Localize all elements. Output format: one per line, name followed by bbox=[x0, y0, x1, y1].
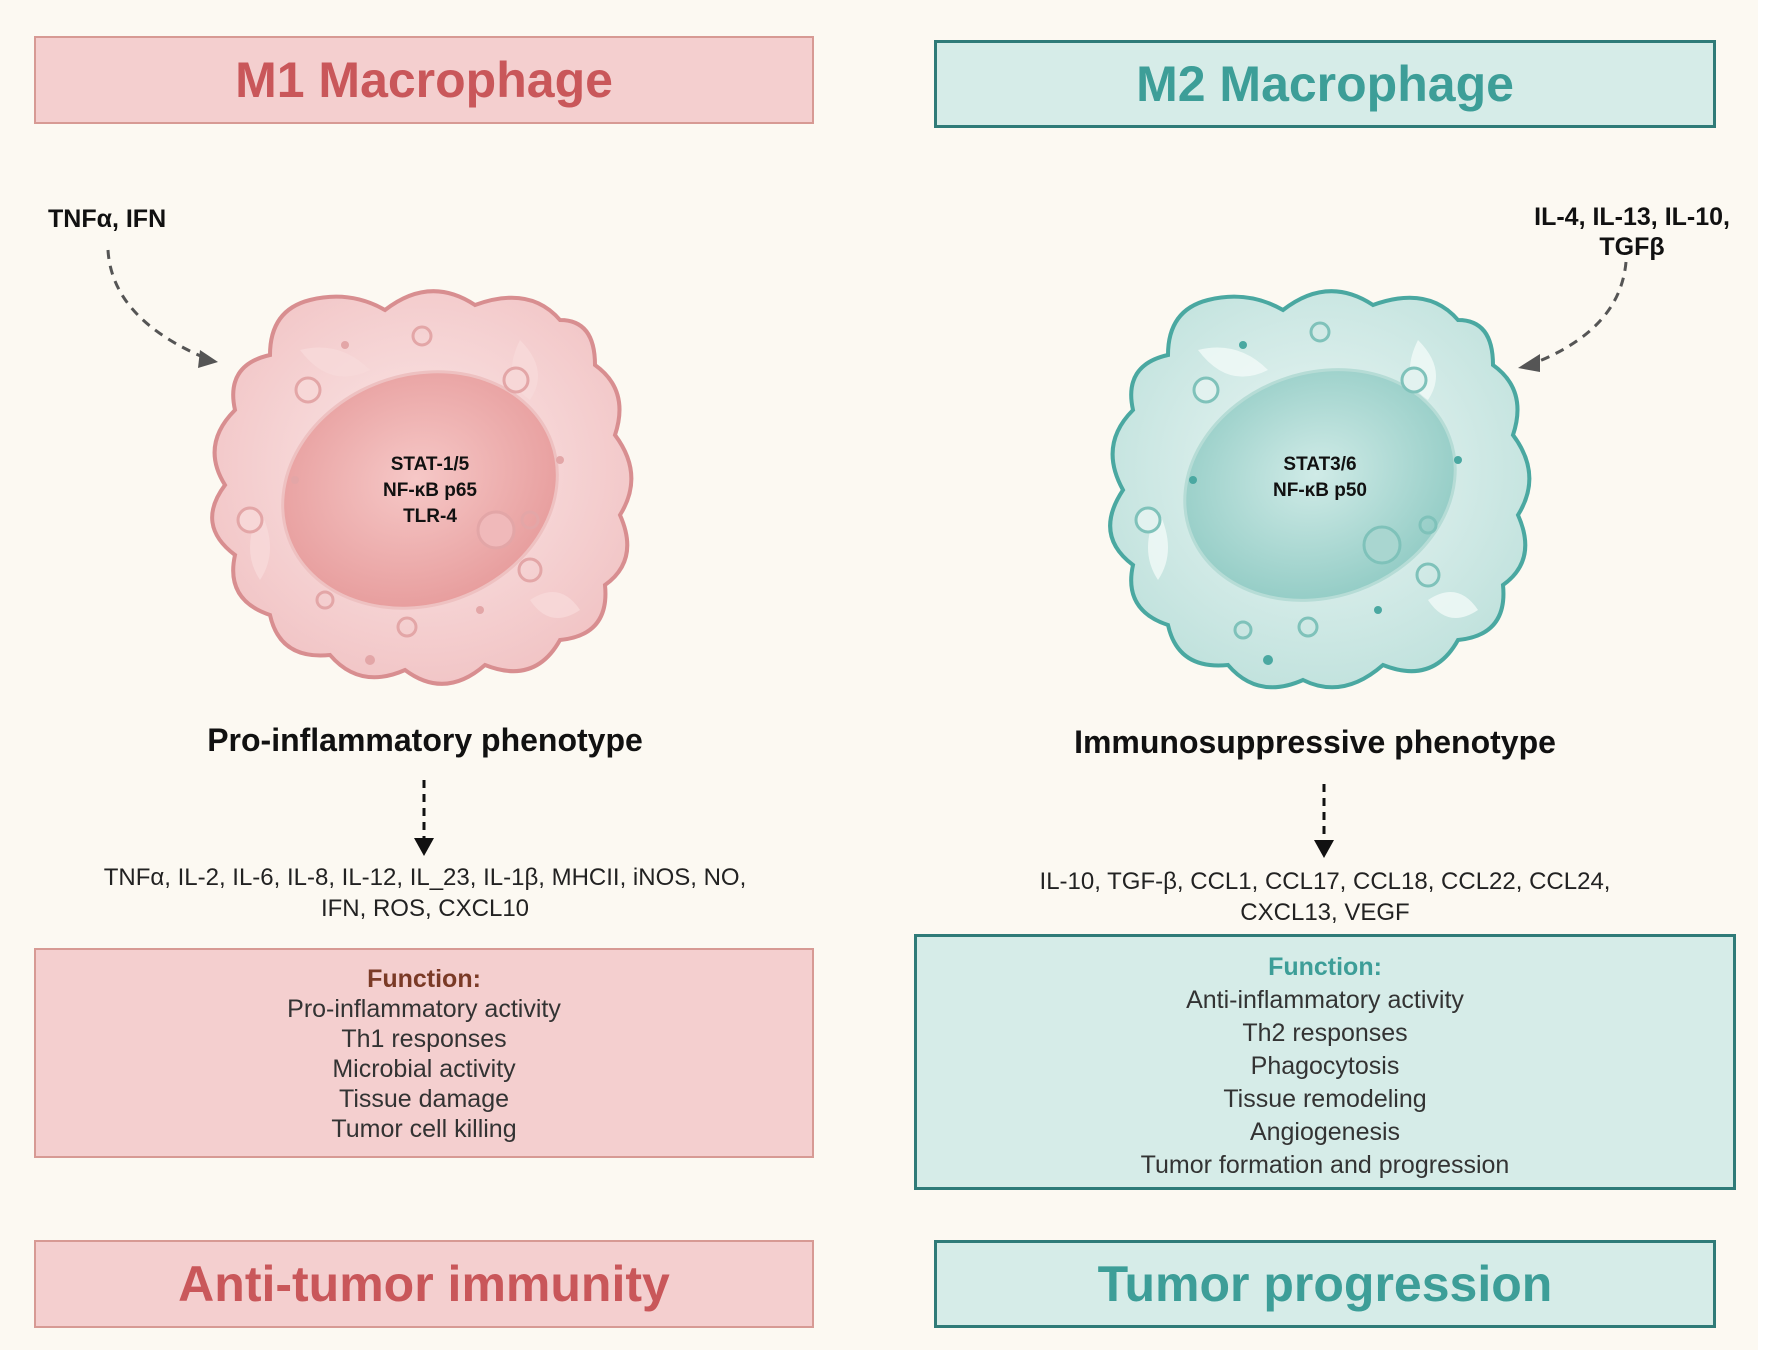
m2-function-item: Th2 responses bbox=[1242, 1019, 1408, 1047]
m1-marker: TLR-4 bbox=[403, 506, 457, 527]
m1-outcome: Anti-tumor immunity bbox=[178, 1256, 670, 1312]
m2-stimuli: IL-4, IL-13, IL-10, TGFβ bbox=[1440, 202, 1730, 262]
m2-phenotype-label: Immunosuppressive phenotype bbox=[1074, 724, 1556, 760]
m1-stimuli: TNFα, IFN bbox=[48, 204, 308, 234]
m2-outcome-box: Tumor progression bbox=[934, 1240, 1716, 1328]
m2-macrophage-cell-icon bbox=[1108, 289, 1532, 690]
m2-stimulus-line: TGFβ bbox=[1599, 233, 1665, 261]
arrow-head-icon bbox=[414, 838, 434, 856]
m1-function-box: Function: Pro-inflammatory activity Th1 … bbox=[34, 948, 814, 1158]
m1-title-box: M1 Macrophage bbox=[34, 36, 814, 124]
dashed-arrow-icon bbox=[1531, 261, 1628, 366]
m1-function-item: Th1 responses bbox=[341, 1025, 507, 1053]
m2-outcome: Tumor progression bbox=[1097, 1256, 1553, 1312]
m2-function-item: Angiogenesis bbox=[1249, 1118, 1401, 1146]
m1-macrophage-cell-icon bbox=[210, 289, 634, 686]
m1-function-item: Tumor cell killing bbox=[331, 1115, 517, 1143]
m2-phenotype: Immunosuppressive phenotype bbox=[1000, 724, 1630, 761]
m1-stimulus-line: TNFα, IFN bbox=[48, 205, 167, 233]
m1-cytokine-line: IFN, ROS, CXCL10 bbox=[320, 895, 530, 922]
m1-outcome-box: Anti-tumor immunity bbox=[34, 1240, 814, 1328]
m2-title-box: M2 Macrophage bbox=[934, 40, 1716, 128]
m1-cytokines: TNFα, IL-2, IL-6, IL-8, IL-12, IL_23, IL… bbox=[80, 862, 770, 924]
m1-function-item: Tissue damage bbox=[339, 1085, 509, 1113]
dashed-arrow-icon bbox=[106, 249, 211, 362]
arrow-head-icon bbox=[198, 350, 218, 368]
m2-marker: NF-κB p50 bbox=[1273, 480, 1367, 501]
m1-cytokine-line: TNFα, IL-2, IL-6, IL-8, IL-12, IL_23, IL… bbox=[103, 864, 747, 891]
m2-function-title: Function: bbox=[1268, 953, 1382, 981]
m1-phenotype: Pro-inflammatory phenotype bbox=[120, 722, 730, 759]
m2-function-item: Tumor formation and progression bbox=[1140, 1151, 1510, 1179]
arrow-head-icon bbox=[1518, 354, 1540, 372]
m1-function-item: Pro-inflammatory activity bbox=[287, 995, 561, 1023]
m2-cytokine-line: IL-10, TGF-β, CCL1, CCL17, CCL18, CCL22,… bbox=[1039, 868, 1611, 895]
m2-cytokine-line: CXCL13, VEGF bbox=[1240, 899, 1410, 926]
m2-function-box: Function: Anti-inflammatory activity Th2… bbox=[914, 934, 1736, 1190]
m2-function-item: Anti-inflammatory activity bbox=[1186, 986, 1464, 1014]
m2-nucleus-markers: STAT3/6 NF-κB p50 bbox=[1220, 452, 1420, 504]
m1-phenotype-label: Pro-inflammatory phenotype bbox=[207, 722, 643, 758]
m1-function-item: Microbial activity bbox=[332, 1055, 516, 1083]
m1-nucleus-markers: STAT-1/5 NF-κB p65 TLR-4 bbox=[330, 452, 530, 530]
m2-cytokines: IL-10, TGF-β, CCL1, CCL17, CCL18, CCL22,… bbox=[960, 866, 1690, 928]
arrow-head-icon bbox=[1314, 840, 1334, 858]
m1-title: M1 Macrophage bbox=[235, 52, 613, 108]
m1-function-title: Function: bbox=[367, 965, 481, 993]
m2-title: M2 Macrophage bbox=[1136, 56, 1514, 112]
m2-stimulus-line: IL-4, IL-13, IL-10, bbox=[1534, 203, 1730, 231]
m1-marker: STAT-1/5 bbox=[390, 454, 470, 475]
m2-marker: STAT3/6 bbox=[1283, 454, 1357, 475]
m2-function-item: Phagocytosis bbox=[1250, 1052, 1400, 1080]
m1-marker: NF-κB p65 bbox=[383, 480, 477, 501]
m2-function-item: Tissue remodeling bbox=[1223, 1085, 1427, 1113]
